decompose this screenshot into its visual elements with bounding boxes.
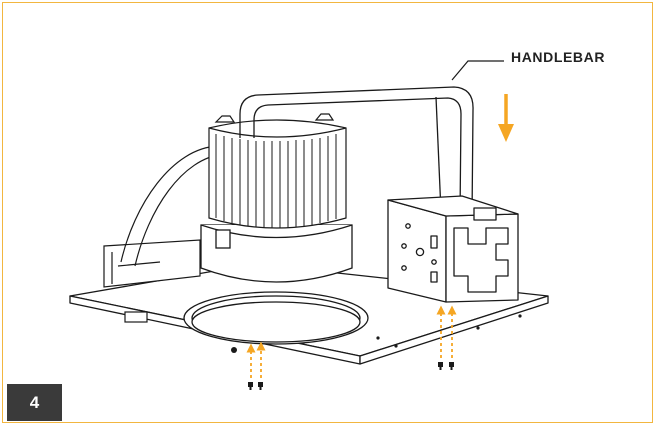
heat-sink (208, 113, 347, 229)
screw-icon (248, 362, 454, 390)
left-bracket (103, 239, 201, 323)
plate-details (231, 314, 522, 353)
down-arrow-icon (498, 94, 514, 142)
junction-box (387, 195, 519, 303)
handlebar-label: HANDLEBAR (511, 49, 606, 65)
trim-ring (183, 291, 369, 345)
can-body (200, 224, 353, 283)
callout-leader-line (451, 60, 504, 81)
handlebar (239, 86, 474, 219)
step-number-badge: 4 (7, 384, 62, 421)
diagram-frame (2, 2, 653, 423)
insert-arrows (246, 305, 457, 378)
